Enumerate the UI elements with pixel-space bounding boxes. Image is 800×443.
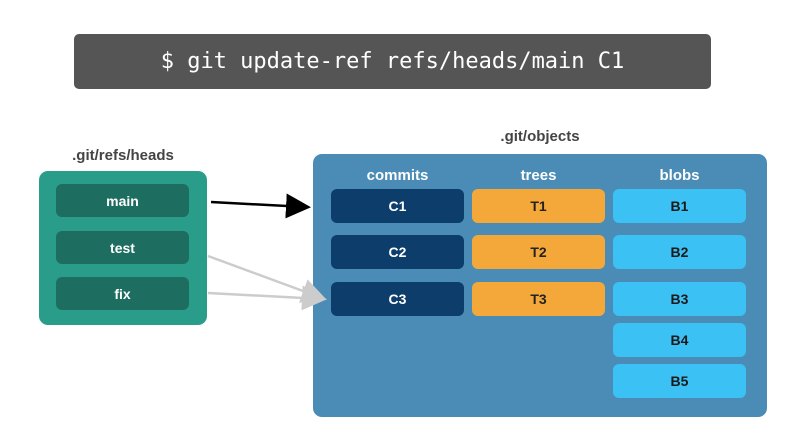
ref-main: main <box>56 184 189 217</box>
objects-box: commits trees blobs C1 C2 C3 T1 T2 T3 B1… <box>313 154 767 417</box>
blob-b3: B3 <box>613 282 746 316</box>
trees-header: trees <box>520 167 557 184</box>
tree-t2: T2 <box>472 235 605 269</box>
refs-heads-box: main test fix <box>39 171 207 325</box>
ref-fix: fix <box>56 277 189 310</box>
arrow-main-to-c1 <box>210 193 311 219</box>
commit-c1: C1 <box>331 189 464 223</box>
command-banner: $ git update-ref refs/heads/main C1 <box>74 34 711 89</box>
arrow-fix-to-c3 <box>207 285 327 311</box>
tree-t3: T3 <box>472 282 605 316</box>
blob-b5: B5 <box>613 364 746 398</box>
refs-heads-label: .git/refs/heads <box>72 147 174 164</box>
objects-label: .git/objects <box>500 128 580 145</box>
commit-c3: C3 <box>331 282 464 316</box>
ref-test: test <box>56 231 189 264</box>
arrow-test-to-c3 <box>207 254 327 303</box>
blob-b1: B1 <box>613 189 746 223</box>
commit-c2: C2 <box>331 235 464 269</box>
commits-header: commits <box>366 167 429 184</box>
tree-t1: T1 <box>472 189 605 223</box>
blobs-header: blobs <box>659 167 700 184</box>
blob-b2: B2 <box>613 235 746 269</box>
blob-b4: B4 <box>613 323 746 357</box>
